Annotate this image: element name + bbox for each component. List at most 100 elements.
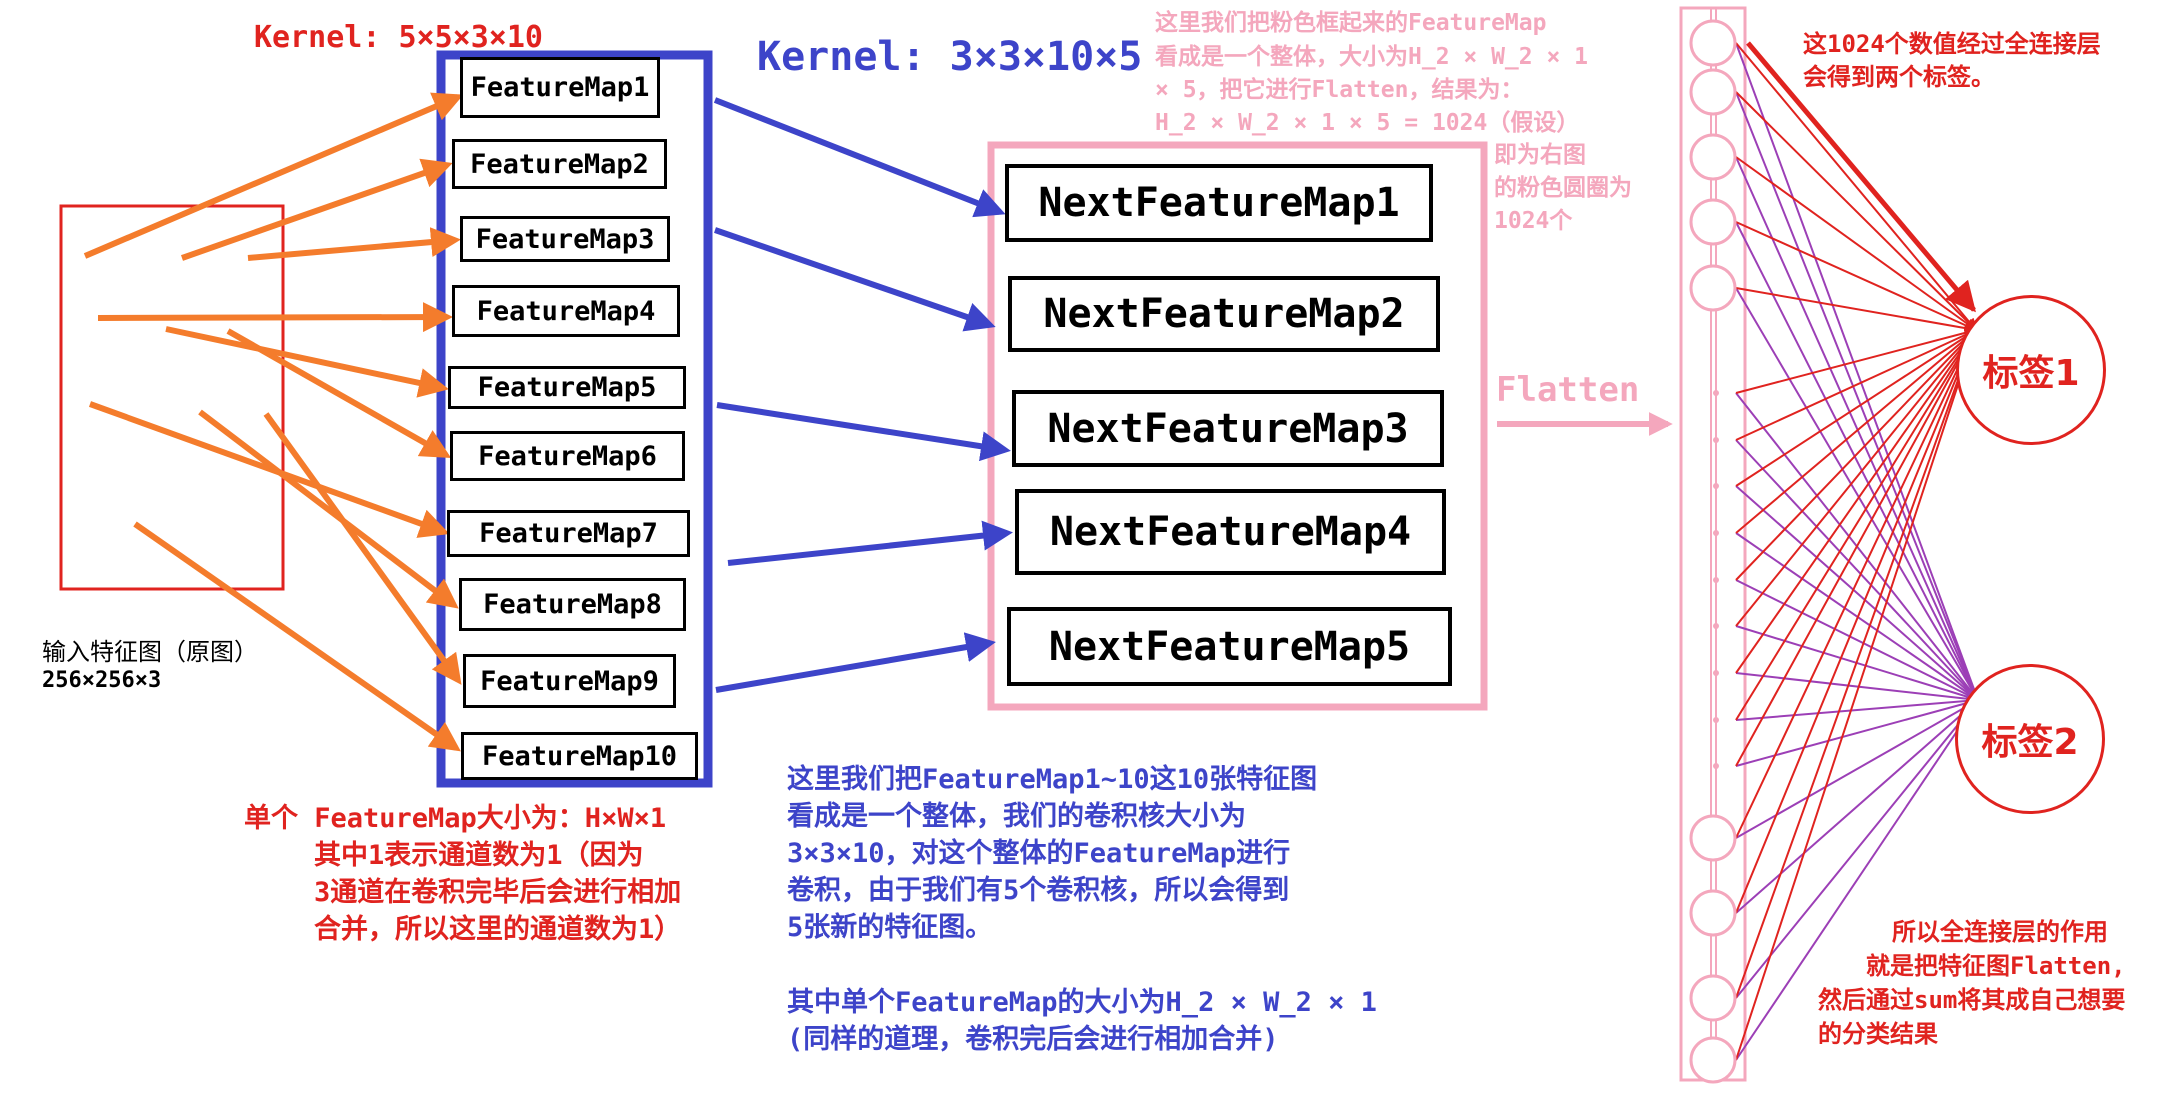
pink-note-line-7: 1024个 bbox=[1494, 208, 1573, 234]
fc-note-bottom-line-4: 的分类结果 bbox=[1818, 1020, 1938, 1048]
label-2-text: 标签2 bbox=[1981, 722, 2079, 763]
fc-line-label1-1 bbox=[1735, 42, 1977, 331]
fc-line-label1-17 bbox=[1735, 328, 1978, 999]
blue-arrow-3 bbox=[716, 402, 1011, 462]
kernel2-label: Kernel: 3×3×10×5 bbox=[757, 34, 1143, 80]
feature-map-9: FeatureMap9 bbox=[463, 654, 676, 708]
fc-line-label1-7 bbox=[1735, 329, 1978, 441]
fc-line-label2-5 bbox=[1735, 287, 1979, 702]
fc-line-label2-4 bbox=[1735, 221, 1979, 702]
next-feature-map-1: NextFeatureMap1 bbox=[1005, 164, 1433, 242]
fc-line-label2-18 bbox=[1735, 699, 1979, 1061]
fc-line-label1-15 bbox=[1735, 328, 1977, 839]
feature-map-8: FeatureMap8 bbox=[459, 578, 686, 631]
orange-arrow-5 bbox=[165, 326, 449, 398]
fc-line-label2-17 bbox=[1735, 699, 1979, 999]
feature-map-10: FeatureMap10 bbox=[461, 732, 698, 780]
neuron-small-2 bbox=[1713, 437, 1719, 443]
fc-line-label1-12 bbox=[1735, 329, 1977, 674]
blue-arrow-2 bbox=[714, 227, 996, 332]
fc-line-label1-14 bbox=[1735, 328, 1977, 767]
feature-map-1: FeatureMap1 bbox=[460, 57, 660, 118]
feature-map-6: FeatureMap6 bbox=[450, 431, 685, 481]
orange-arrow-2 bbox=[181, 158, 453, 261]
fc-line-label2-13 bbox=[1735, 694, 1980, 721]
fc-line-label2-16 bbox=[1735, 699, 1979, 914]
feature-map-4: FeatureMap4 bbox=[452, 285, 680, 337]
label-2-node: 标签2 bbox=[1955, 664, 2105, 814]
blue-note-line-8: (同样的道理，卷积完后会进行相加合并) bbox=[787, 1024, 1279, 1055]
red-note-line-1: 单个 FeatureMap大小为：H×W×1 bbox=[244, 803, 667, 834]
next-feature-map-2: NextFeatureMap2 bbox=[1008, 276, 1440, 352]
fc-note-top-line-2: 会得到两个标签。 bbox=[1803, 63, 1995, 91]
blue-arrow-4 bbox=[727, 520, 1013, 566]
neuron-large-2 bbox=[1689, 68, 1737, 116]
blue-arrow-1 bbox=[713, 97, 1006, 218]
neuron-small-1 bbox=[1713, 390, 1719, 396]
blue-note-line-3: 3×3×10，对这个整体的FeatureMap进行 bbox=[787, 838, 1291, 869]
orange-arrow-10 bbox=[133, 521, 461, 752]
orange-arrow-4 bbox=[97, 302, 453, 333]
fc-line-label1-4 bbox=[1735, 221, 1978, 332]
input-title: 输入特征图（原图） bbox=[42, 638, 258, 666]
fc-line-label2-15 bbox=[1735, 699, 1980, 839]
fc-line-label2-12 bbox=[1735, 672, 1980, 705]
feature-map-7: FeatureMap7 bbox=[447, 510, 690, 557]
pink-note-line-5: 即为右图 bbox=[1494, 142, 1586, 168]
neuron-small-9 bbox=[1713, 763, 1719, 769]
feature-map-5: FeatureMap5 bbox=[448, 366, 686, 409]
blue-note-line-1: 这里我们把FeatureMap1~10这10张特征图 bbox=[787, 764, 1318, 795]
feature-map-group-frame bbox=[436, 50, 713, 788]
label-1-node: 标签1 bbox=[1956, 295, 2106, 445]
fc-note-bottom-line-2: 就是把特征图Flatten, bbox=[1866, 952, 2126, 980]
fc-line-label2-7 bbox=[1735, 439, 1979, 701]
orange-arrow-6 bbox=[226, 328, 452, 458]
input-image-frame bbox=[59, 204, 285, 591]
orange-arrow-7 bbox=[88, 401, 450, 538]
blue-note-line-2: 看成是一个整体，我们的卷积核大小为 bbox=[787, 801, 1246, 832]
kernel1-label: Kernel: 5×5×3×10 bbox=[254, 20, 543, 55]
neuron-large-6 bbox=[1689, 814, 1737, 862]
neuron-small-4 bbox=[1713, 530, 1719, 536]
red-note-line-4: 合并，所以这里的通道数为1） bbox=[314, 914, 682, 945]
neuron-large-9 bbox=[1689, 1036, 1737, 1084]
label-1-text: 标签1 bbox=[1982, 353, 2080, 394]
fc-line-label2-10 bbox=[1735, 579, 1980, 701]
neuron-small-8 bbox=[1713, 717, 1719, 723]
next-feature-map-4: NextFeatureMap4 bbox=[1015, 489, 1446, 575]
fc-line-label1-2 bbox=[1735, 91, 1977, 331]
flatten-label: Flatten bbox=[1496, 370, 1640, 410]
fc-line-label1-16 bbox=[1735, 328, 1978, 914]
fc-line-label1-6 bbox=[1735, 326, 1978, 394]
pink-note-line-2: 看成是一个整体，大小为H_2 × W_2 × 1 bbox=[1155, 44, 1589, 70]
neuron-small-7 bbox=[1713, 670, 1719, 676]
blue-note-line-5: 5张新的特征图。 bbox=[787, 912, 993, 943]
fc-line-label2-8 bbox=[1735, 485, 1979, 701]
next-feature-map-3: NextFeatureMap3 bbox=[1012, 390, 1444, 467]
next-feature-map-group-frame bbox=[987, 141, 1488, 711]
fc-line-label2-1 bbox=[1735, 42, 1980, 702]
feature-map-3: FeatureMap3 bbox=[460, 216, 670, 262]
fc-note-bottom-line-3: 然后通过sum将其成自己想要 bbox=[1818, 986, 2126, 1014]
fc-line-label1-10 bbox=[1735, 329, 1977, 581]
neuron-large-5 bbox=[1689, 264, 1737, 312]
orange-arrow-9 bbox=[263, 412, 462, 685]
fc-note-bottom-line-1: 所以全连接层的作用 bbox=[1892, 918, 2108, 946]
fc-line-emphasis bbox=[1746, 41, 1976, 313]
neuron-large-4 bbox=[1689, 198, 1737, 246]
pink-note-line-3: × 5，把它进行Flatten，结果为： bbox=[1155, 77, 1524, 103]
pink-note-line-1: 这里我们把粉色框起来的FeatureMap bbox=[1155, 10, 1547, 36]
next-feature-map-5: NextFeatureMap5 bbox=[1007, 607, 1452, 686]
red-note-line-2: 其中1表示通道数为1（因为 bbox=[314, 840, 644, 871]
fc-line-label1-9 bbox=[1735, 329, 1977, 534]
orange-arrow-3 bbox=[247, 227, 461, 261]
neuron-large-8 bbox=[1689, 974, 1737, 1022]
input-size: 256×256×3 bbox=[42, 668, 162, 693]
fc-note-top-line-1: 这1024个数值经过全连接层 bbox=[1803, 30, 2101, 58]
pink-note-line-4: H_2 × W_2 × 1 × 5 = 1024（假设） bbox=[1155, 110, 1580, 136]
neuron-large-3 bbox=[1689, 133, 1737, 181]
neuron-small-5 bbox=[1713, 577, 1719, 583]
fc-line-label1-5 bbox=[1735, 287, 1978, 335]
